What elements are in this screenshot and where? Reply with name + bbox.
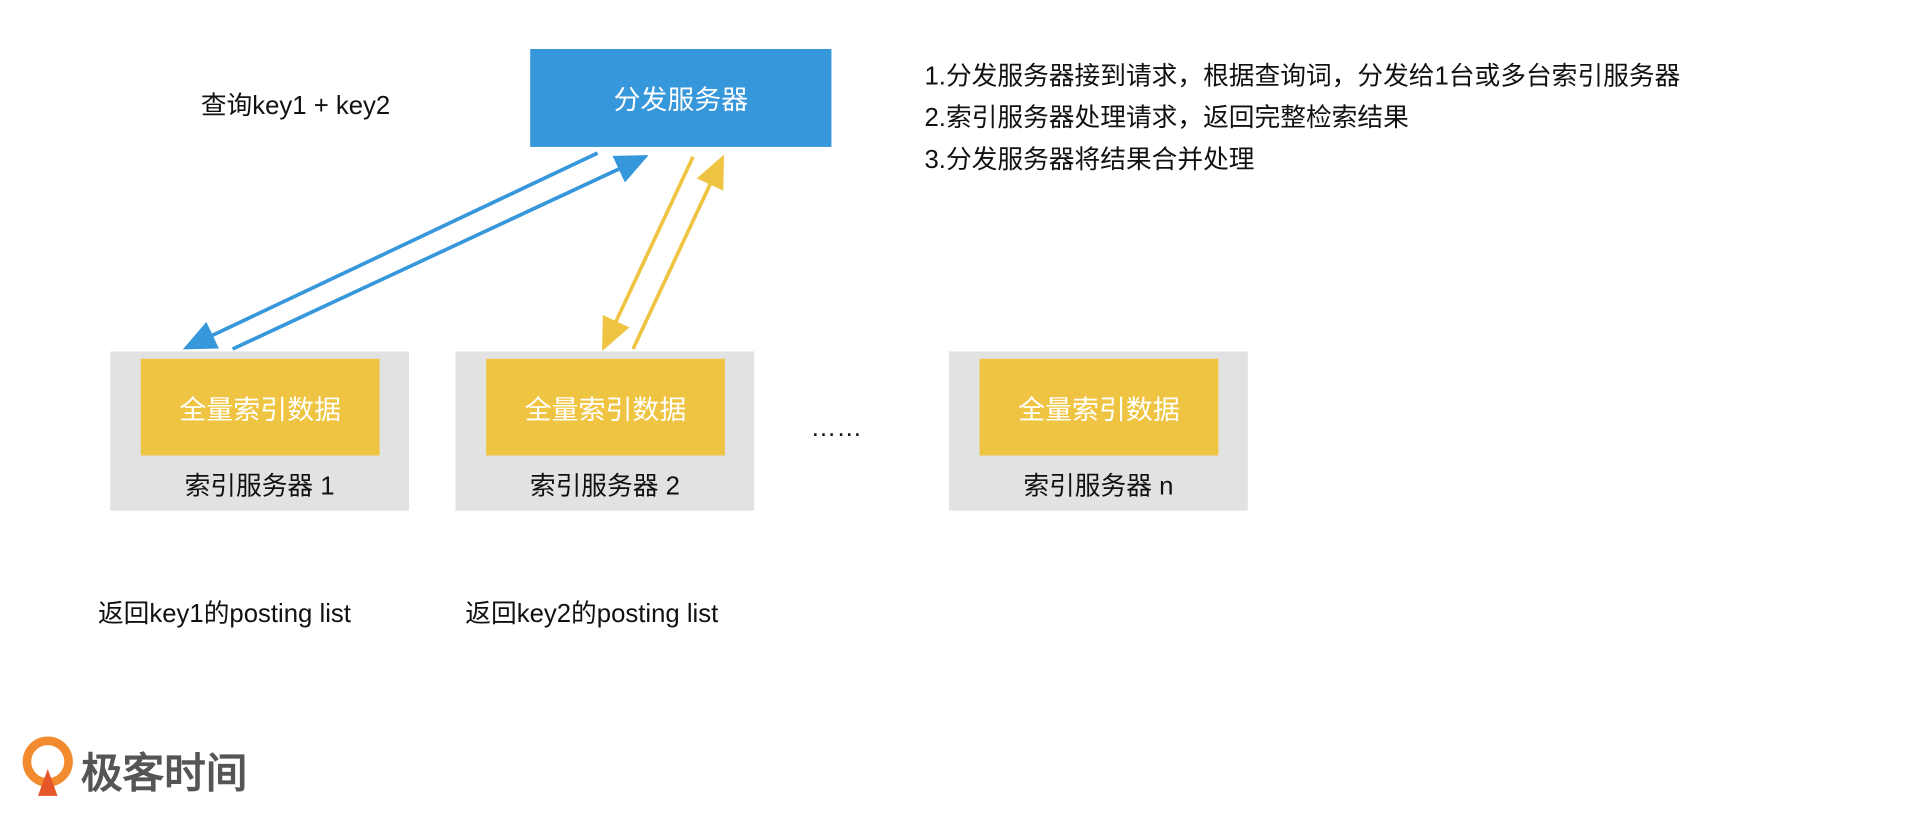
- request-arrow-server-1: [182, 151, 599, 350]
- step-2: 2.索引服务器处理请求，返回完整检索结果: [924, 104, 1409, 133]
- full-index-data-box: 全量索引数据: [979, 358, 1219, 456]
- dispatch-server-box: 分发服务器: [530, 48, 832, 147]
- steps-list: 1.分发服务器接到请求，根据查询词，分发给1台或多台索引服务器 2.索引服务器处…: [924, 56, 1680, 181]
- response-arrow-server-1: [231, 155, 649, 351]
- server-label: 索引服务器 1: [184, 472, 335, 501]
- query-label: 查询key1 + key2: [200, 91, 391, 121]
- response-arrow-server-2: [631, 154, 725, 350]
- request-arrow-server-2: [602, 155, 695, 352]
- index-server-2: 全量索引数据 索引服务器 2: [455, 351, 755, 511]
- index-server-1: 全量索引数据 索引服务器 1: [110, 351, 409, 511]
- full-index-data-box: 全量索引数据: [140, 358, 380, 456]
- step-3: 3.分发服务器将结果合并处理: [924, 145, 1255, 174]
- logo-icon: [22, 736, 73, 796]
- logo-text: 极客时间: [80, 750, 248, 797]
- ellipsis: ……: [810, 413, 863, 443]
- logo: 极客时间: [22, 735, 247, 804]
- step-1: 1.分发服务器接到请求，根据查询词，分发给1台或多台索引服务器: [924, 62, 1681, 91]
- full-index-data-box: 全量索引数据: [486, 358, 725, 456]
- index-server-n: 全量索引数据 索引服务器 n: [948, 351, 1248, 511]
- server-label: 索引服务器 n: [1023, 472, 1174, 501]
- return-key1-label: 返回key1的posting list: [97, 600, 351, 629]
- server-label: 索引服务器 2: [529, 472, 680, 501]
- return-key2-label: 返回key2的posting list: [465, 600, 719, 629]
